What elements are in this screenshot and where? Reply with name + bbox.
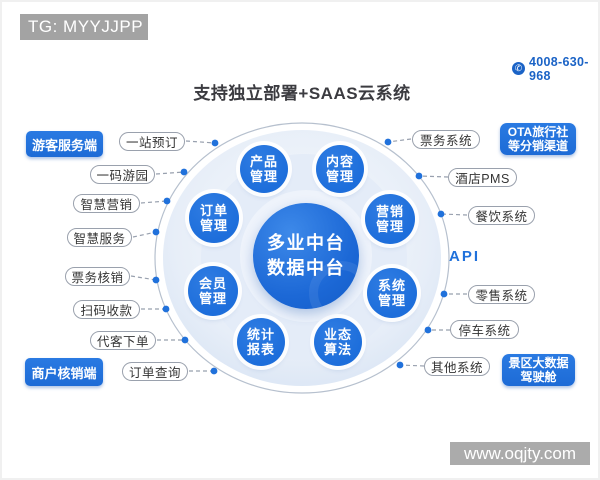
hotline-number: 4008-630-968 — [529, 54, 589, 83]
module-product-line1: 产品 — [249, 154, 278, 169]
module-order-line2: 管理 — [199, 218, 228, 233]
bigdata-cockpit-line2: 驾驶舱 — [520, 370, 557, 384]
module-product: 产品 管理 — [240, 145, 288, 193]
module-member: 会员 管理 — [188, 266, 238, 316]
module-system: 系统 管理 — [367, 268, 417, 318]
api-label: API — [449, 248, 481, 265]
module-algorithm: 业态 算法 — [314, 318, 362, 366]
merchant-verification-button: 商户核销端 — [25, 358, 103, 386]
module-product-line2: 管理 — [249, 169, 278, 184]
pill-one-stop-booking: 一站预订 — [119, 132, 185, 151]
module-content-line1: 内容 — [325, 154, 354, 169]
pill-smart-marketing: 智慧营销 — [73, 194, 140, 213]
module-order: 订单 管理 — [189, 193, 239, 243]
pill-retail-system: 零售系统 — [468, 285, 535, 304]
module-algorithm-line1: 业态 — [323, 327, 352, 342]
module-report-line2: 报表 — [246, 342, 275, 357]
module-marketing-line2: 管理 — [375, 219, 404, 234]
bigdata-cockpit-line1: 景区大数据 — [508, 356, 569, 370]
pill-other-system: 其他系统 — [424, 357, 490, 376]
ota-channel-button: OTA旅行社 等分销渠道 — [500, 123, 576, 155]
module-order-line1: 订单 — [199, 203, 228, 218]
pill-code-tour: 一码游园 — [90, 165, 155, 184]
module-member-line2: 管理 — [198, 291, 227, 306]
connector-dots — [152, 138, 448, 375]
module-member-line1: 会员 — [198, 276, 227, 291]
bigdata-cockpit-button: 景区大数据 驾驶舱 — [502, 354, 575, 386]
module-algorithm-line2: 算法 — [323, 342, 352, 357]
pill-catering-system: 餐饮系统 — [468, 206, 535, 225]
pill-proxy-order: 代客下单 — [90, 331, 156, 350]
bottom-watermark: www.oqjty.com — [450, 442, 590, 465]
module-system-line1: 系统 — [377, 278, 406, 293]
module-report-line1: 统计 — [246, 327, 275, 342]
pill-smart-service: 智慧服务 — [67, 228, 132, 247]
pill-scan-payment: 扫码收款 — [73, 300, 140, 319]
module-content: 内容 管理 — [316, 145, 364, 193]
hotline: ✆ 4008-630-968 — [512, 55, 598, 83]
module-marketing: 营销 管理 — [365, 194, 415, 244]
module-report: 统计 报表 — [237, 318, 285, 366]
ota-channel-line1: OTA旅行社 — [507, 125, 569, 139]
module-marketing-line1: 营销 — [375, 204, 404, 219]
center-hub-line1: 多业中台 — [267, 233, 345, 253]
pill-order-query: 订单查询 — [122, 362, 188, 381]
center-hub: 多业中台 数据中台 — [253, 203, 359, 309]
pill-ticket-verification: 票务核销 — [65, 267, 130, 286]
page-title: 支持独立部署+SAAS云系统 — [193, 84, 411, 103]
outer-ring — [154, 122, 450, 394]
top-watermark: TG: MYYJJPP — [20, 14, 148, 40]
phone-icon: ✆ — [512, 62, 525, 75]
module-system-line2: 管理 — [377, 293, 406, 308]
connector-lines — [130, 138, 468, 372]
pill-hotel-pms: 酒店PMS — [448, 168, 517, 187]
tourist-client-button: 游客服务端 — [26, 131, 103, 157]
module-content-line2: 管理 — [325, 169, 354, 184]
pill-parking-system: 停车系统 — [450, 320, 519, 339]
center-hub-decoration — [309, 261, 359, 309]
pill-ticket-system: 票务系统 — [412, 130, 480, 149]
ota-channel-line2: 等分销渠道 — [507, 139, 568, 153]
